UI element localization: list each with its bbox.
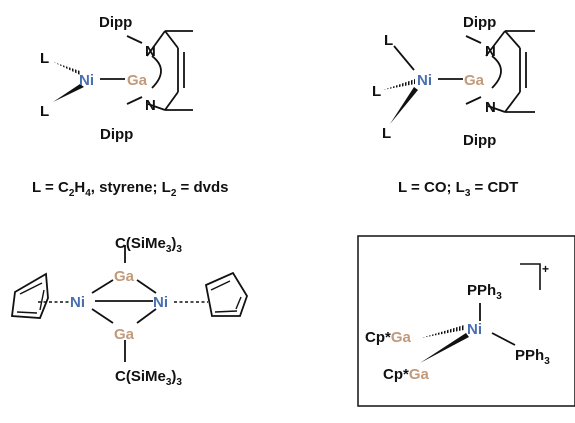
- cation-box: [357, 235, 575, 407]
- cp-gallium-ligand-2: Cp*Ga: [383, 366, 430, 383]
- ligand-label-3: L: [382, 125, 391, 142]
- ligand-label-1: L: [384, 32, 393, 49]
- nickel-left-label: Ni: [70, 294, 85, 311]
- cp-gallium-ligand-1: Cp*Ga: [365, 329, 412, 346]
- nickel-label: Ni: [79, 72, 94, 89]
- silyl-group-bottom: C(SiMe3)3: [115, 368, 182, 388]
- nitrogen-bottom-label: N: [485, 99, 496, 116]
- silyl-group-top: C(SiMe3)3: [115, 235, 182, 255]
- pph3-right: PPh3: [515, 347, 550, 367]
- gallium-label: Ga: [464, 72, 485, 89]
- structure-3: C(SiMe3)3 Ga Ni Ni Ga C(SiMe3)3: [10, 235, 248, 388]
- structure-1: Dipp N Ga Ni N Dipp L L: [40, 14, 193, 143]
- caption-structure-2: L = CO; L3 = CDT: [398, 179, 518, 199]
- ligand-label-2: L: [40, 103, 49, 120]
- charge-label: +: [542, 262, 549, 276]
- nitrogen-top-label: N: [145, 43, 156, 60]
- nitrogen-top-label: N: [485, 43, 496, 60]
- dipp-top-label: Dipp: [463, 14, 496, 31]
- nickel-label: Ni: [467, 321, 482, 338]
- nickel-label: Ni: [417, 72, 432, 89]
- structure-4: + PPh3 Ni PPh3 Cp*Ga Cp*Ga: [365, 262, 550, 383]
- ligand-label-1: L: [40, 50, 49, 67]
- dipp-top-label: Dipp: [99, 14, 132, 31]
- gallium-bottom-label: Ga: [114, 326, 135, 343]
- caption-structure-1: L = C2H4, styrene; L2 = dvds: [32, 179, 229, 199]
- nickel-right-label: Ni: [153, 294, 168, 311]
- pph3-top: PPh3: [467, 282, 502, 302]
- gallium-top-label: Ga: [114, 268, 135, 285]
- dipp-bottom-label: Dipp: [463, 132, 496, 149]
- ligand-label-2: L: [372, 83, 381, 100]
- dipp-bottom-label: Dipp: [100, 126, 133, 143]
- structure-2: Dipp N Ga Ni N Dipp L L L: [372, 14, 535, 149]
- gallium-label: Ga: [127, 72, 148, 89]
- nitrogen-bottom-label: N: [145, 97, 156, 114]
